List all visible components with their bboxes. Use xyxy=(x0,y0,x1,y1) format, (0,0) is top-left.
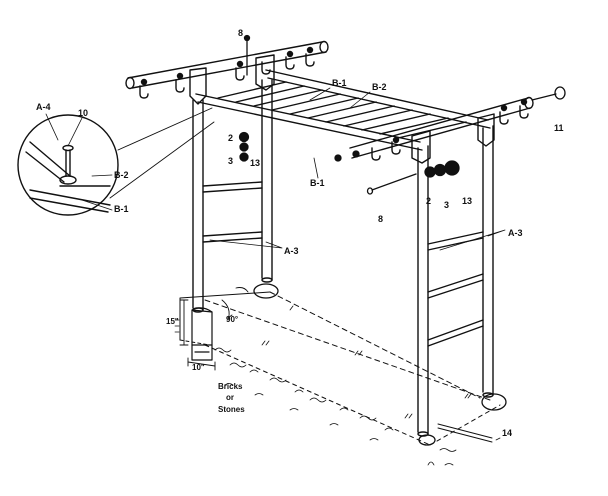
detail-circle xyxy=(17,107,215,216)
callout-3-right: 3 xyxy=(444,200,449,210)
callout-13-right: 13 xyxy=(462,196,472,206)
callout-3-left: 3 xyxy=(228,156,233,166)
callout-a4: A-4 xyxy=(36,102,51,112)
dimension-angle: 90° xyxy=(226,315,238,324)
callout-b2-detail: B-2 xyxy=(114,170,129,180)
horizontal-ladder xyxy=(195,69,491,151)
callout-b1-mid: B-1 xyxy=(310,178,325,188)
fasteners xyxy=(238,34,566,443)
ground-shading xyxy=(174,305,472,466)
callout-labels: A-4 10 B-2 B-1 8 B-1 B-2 11 2 3 13 B-1 8… xyxy=(36,28,564,438)
top-right-crossbeam xyxy=(349,96,534,164)
callout-b1-detail: B-1 xyxy=(114,204,129,214)
callout-10-detail: 10 xyxy=(78,108,88,118)
callout-a3-left: A-3 xyxy=(284,246,299,256)
note-line-2: or xyxy=(226,393,234,402)
callout-13-left: 13 xyxy=(250,158,260,168)
callout-a3-right: A-3 xyxy=(508,228,523,238)
callout-b1-top: B-1 xyxy=(332,78,347,88)
note-line-3: Stones xyxy=(218,405,245,414)
callout-14: 14 xyxy=(502,428,512,438)
dimension-depth: 15" xyxy=(166,317,179,326)
ground-outline xyxy=(179,291,501,446)
top-left-crossbeam xyxy=(125,40,329,105)
callout-8-top: 8 xyxy=(238,28,243,38)
dimension-lines xyxy=(179,287,249,371)
callout-8-mid: 8 xyxy=(378,214,383,224)
callout-2-left: 2 xyxy=(228,133,233,143)
bricks-note: Bricks or Stones xyxy=(218,382,245,414)
note-line-1: Bricks xyxy=(218,382,243,391)
leader-lines xyxy=(45,87,506,441)
right-ladder-frame xyxy=(417,125,494,437)
dimension-labels: 15" 10" 90° xyxy=(166,315,238,372)
callout-11: 11 xyxy=(554,123,564,133)
callout-2-right: 2 xyxy=(426,196,431,206)
brick-block xyxy=(191,307,213,361)
dimension-width: 10" xyxy=(192,363,205,372)
callout-b2-top: B-2 xyxy=(372,82,387,92)
